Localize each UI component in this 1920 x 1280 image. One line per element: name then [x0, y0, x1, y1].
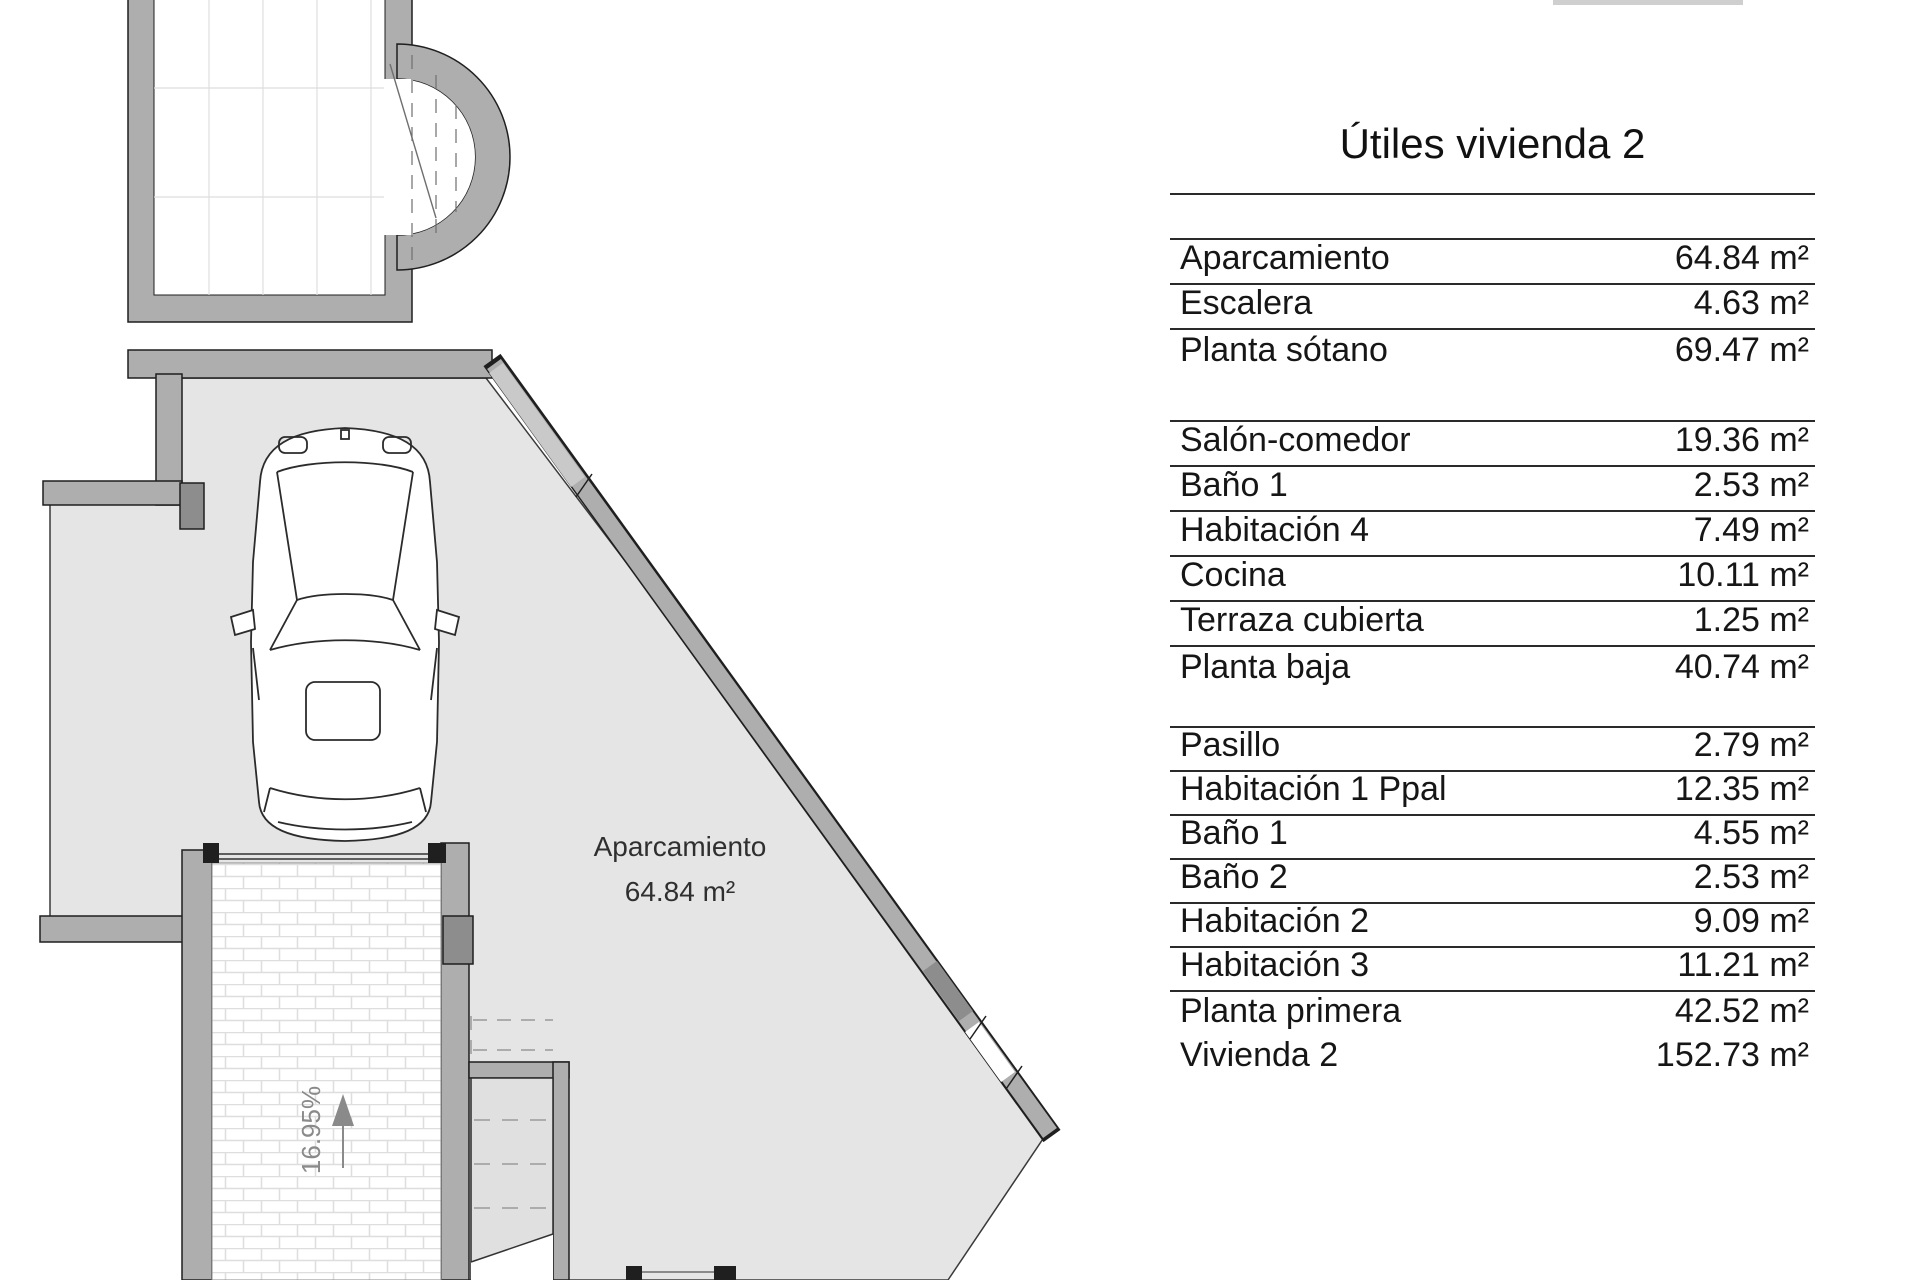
area-table: Aparcamiento 64.84 m² Escalera 4.63 m² Plant…: [1170, 193, 1815, 1080]
row-value: 7.49 m²: [1693, 511, 1809, 549]
row-label: Planta primera: [1180, 992, 1402, 1030]
row-value: 4.63 m²: [1693, 284, 1809, 322]
row-label: Vivienda 2: [1180, 1036, 1339, 1074]
slope-label: 16.95%: [296, 1086, 326, 1174]
table-row: Terraza cubierta 1.25 m²: [1170, 601, 1815, 647]
row-value: 11.21 m²: [1677, 946, 1809, 984]
table-title: Útiles vivienda 2: [1339, 120, 1646, 167]
row-label: Escalera: [1180, 284, 1313, 322]
table-row: Habitación 3 11.21 m²: [1170, 946, 1815, 992]
row-value: 10.11 m²: [1677, 556, 1809, 594]
row-label: Baño 1: [1180, 814, 1288, 852]
table-row: Habitación 4 7.49 m²: [1170, 511, 1815, 557]
row-value: 1.25 m²: [1693, 601, 1809, 639]
cropped-edge-artifact: [1553, 0, 1743, 5]
row-label: Habitación 4: [1180, 511, 1370, 549]
table-row: Planta primera 42.52 m²: [1170, 992, 1815, 1036]
table-row: Salón-comedor 19.36 m²: [1170, 421, 1815, 467]
table-row: Habitación 1 Ppal 12.35 m²: [1170, 770, 1815, 816]
row-value: 4.55 m²: [1693, 814, 1809, 852]
diagonal-wall: [483, 353, 1061, 1143]
row-label: Cocina: [1180, 556, 1286, 594]
row-value: 69.47 m²: [1674, 331, 1809, 369]
row-label: Planta baja: [1180, 648, 1351, 686]
table-row: Escalera 4.63 m²: [1170, 284, 1815, 330]
ramp: 16.95%: [203, 843, 446, 1280]
table-row: Vivienda 2 152.73 m²: [1170, 1036, 1815, 1080]
table-header-spacer: [1170, 195, 1815, 240]
row-label: Aparcamiento: [1180, 239, 1390, 277]
row-label: Planta sótano: [1180, 331, 1388, 369]
row-value: 64.84 m²: [1674, 239, 1809, 277]
row-label: Terraza cubierta: [1180, 601, 1424, 639]
table-row: Habitación 2 9.09 m²: [1170, 902, 1815, 948]
table-row: Planta baja 40.74 m²: [1170, 647, 1815, 692]
row-value: 2.53 m²: [1693, 858, 1809, 896]
table-group: Salón-comedor 19.36 m² Baño 1 2.53 m² Habita…: [1170, 420, 1815, 692]
bay-stair-lines: [389, 55, 457, 260]
row-label: Habitación 1 Ppal: [1180, 770, 1447, 808]
table-group: Pasillo 2.79 m² Habitación 1 Ppal 12.35 m² B…: [1170, 726, 1815, 1080]
row-label: Baño 1: [1180, 466, 1288, 504]
table-row: Baño 1 2.53 m²: [1170, 466, 1815, 512]
table-row: Aparcamiento 64.84 m²: [1170, 239, 1815, 285]
room-area-label: 64.84 m²: [625, 876, 736, 907]
table-row: Baño 2 2.53 m²: [1170, 858, 1815, 904]
table-row: Planta sótano 69.47 m²: [1170, 330, 1815, 375]
slope-arrow-icon: [332, 1094, 354, 1126]
row-value: 42.52 m²: [1674, 992, 1809, 1030]
room-label: Aparcamiento: [594, 831, 767, 862]
row-label: Salón-comedor: [1180, 421, 1411, 459]
row-value: 19.36 m²: [1674, 421, 1809, 459]
car-drawing: [229, 427, 461, 842]
table-row: Baño 1 4.55 m²: [1170, 814, 1815, 860]
row-label: Habitación 2: [1180, 902, 1370, 940]
table-row: Pasillo 2.79 m²: [1170, 726, 1815, 772]
row-label: Habitación 3: [1180, 946, 1370, 984]
table-row: Cocina 10.11 m²: [1170, 556, 1815, 602]
row-value: 2.53 m²: [1693, 466, 1809, 504]
lower-stair: [470, 1016, 736, 1280]
tile-grid: [154, 0, 385, 295]
row-value: 2.79 m²: [1693, 726, 1809, 764]
row-value: 40.74 m²: [1674, 648, 1809, 686]
row-label: Baño 2: [1180, 858, 1288, 896]
row-value: 152.73 m²: [1655, 1036, 1809, 1074]
row-value: 9.09 m²: [1693, 902, 1809, 940]
table-group: Aparcamiento 64.84 m² Escalera 4.63 m² Plant…: [1170, 193, 1815, 375]
row-label: Pasillo: [1180, 726, 1281, 764]
upper-room: [127, 0, 511, 323]
row-value: 12.35 m²: [1674, 770, 1809, 808]
floor-plan-svg: 16.95%: [39, 0, 1061, 1280]
